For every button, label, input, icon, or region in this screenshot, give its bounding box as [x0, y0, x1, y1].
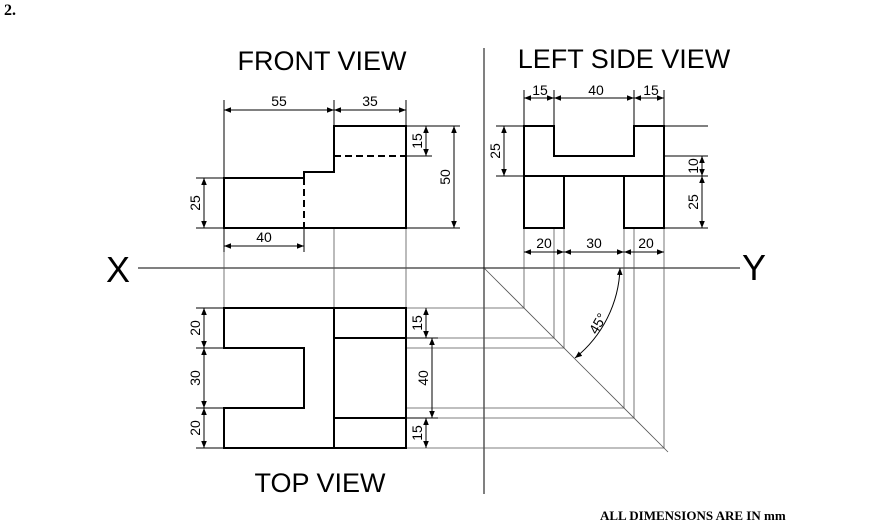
dim-top-40: 40: [415, 370, 431, 386]
front-view: [223, 125, 407, 229]
dim-front-25: 25: [187, 195, 203, 211]
left-side-view-title: LEFT SIDE VIEW: [518, 44, 731, 74]
dim-top-15-b: 15: [409, 425, 425, 441]
left-side-view: [523, 125, 665, 229]
dim-front-35: 35: [362, 93, 378, 109]
dim-front-40: 40: [256, 229, 272, 245]
front-view-title: FRONT VIEW: [237, 46, 407, 76]
dim-top-15-a: 15: [409, 315, 425, 331]
dim-side-25: 25: [487, 143, 503, 159]
projection-lines: [223, 228, 669, 453]
dim-side-30: 30: [586, 235, 602, 251]
axis-label-y: Y: [742, 247, 766, 288]
angle-label: 45°: [585, 310, 609, 336]
dim-side-15-left: 15: [532, 82, 548, 98]
dim-top-30: 30: [187, 370, 203, 386]
dim-top-20-a: 20: [187, 320, 203, 336]
dim-front-55: 55: [271, 93, 287, 109]
side-dimensions: 15 40 15 25 10 25 20 30 20: [487, 82, 708, 255]
top-dimensions: 20 30 20 15 40 15: [187, 307, 438, 449]
dim-front-50: 50: [437, 169, 453, 185]
dim-side-20-right: 20: [638, 235, 654, 251]
question-number: 2.: [4, 2, 16, 19]
angle-arc: [574, 267, 623, 359]
dim-side-20-left: 20: [536, 235, 552, 251]
dim-side-15-right: 15: [643, 82, 659, 98]
miter-line-45: [483, 267, 669, 453]
dim-front-15: 15: [409, 133, 425, 149]
front-view-outline: [223, 125, 407, 229]
units-note: ALL DIMENSIONS ARE IN mm: [600, 508, 786, 523]
top-view-outline: [223, 307, 407, 449]
front-dimensions: 55 35 15 50 25 40: [187, 93, 460, 252]
dim-side-10: 10: [685, 158, 701, 174]
axis-label-x: X: [106, 249, 130, 290]
dim-top-20-b: 20: [187, 420, 203, 436]
top-view: [223, 307, 407, 449]
dim-side-25-right: 25: [685, 194, 701, 210]
dim-side-40: 40: [588, 82, 604, 98]
top-view-title: TOP VIEW: [254, 468, 386, 498]
